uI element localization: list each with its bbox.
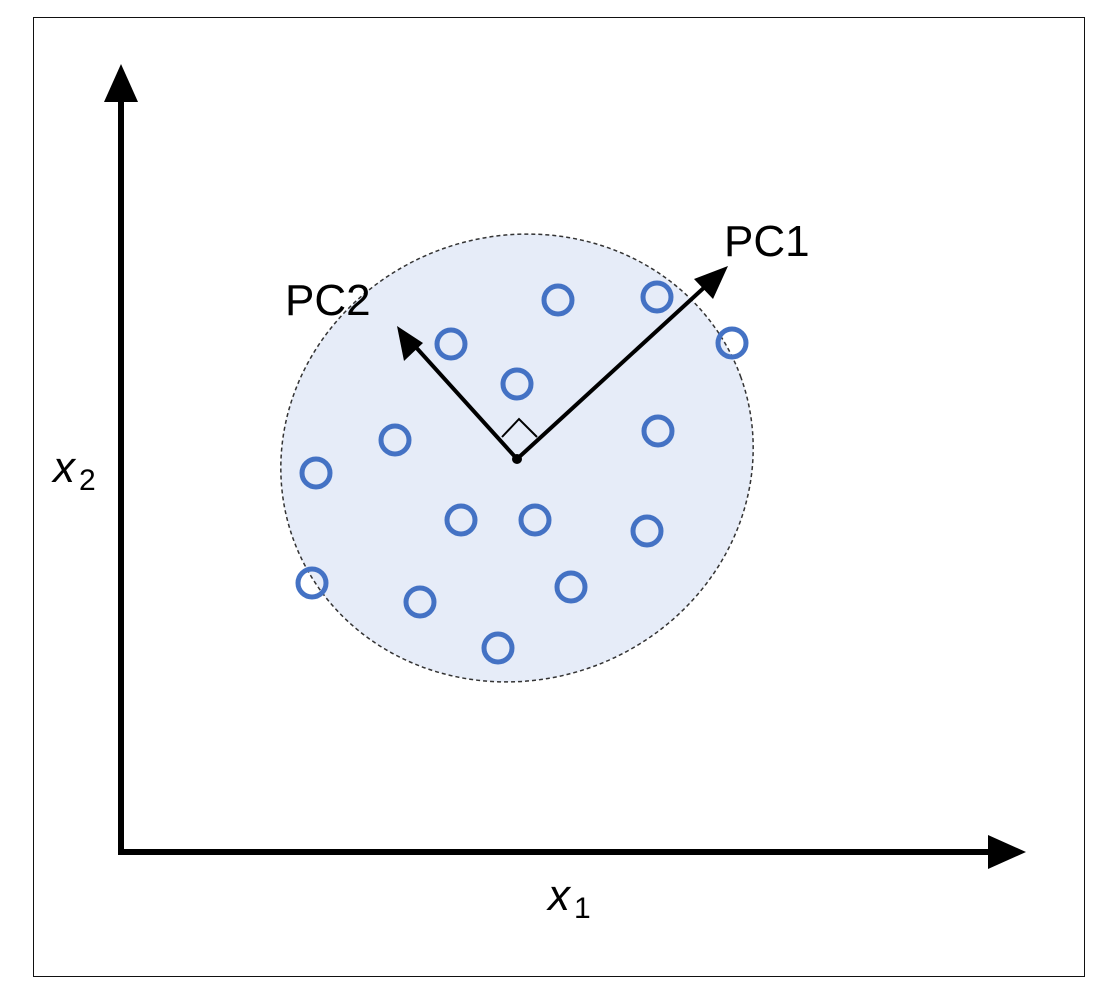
y-axis-sub: 2 [79, 464, 96, 497]
data-point [640, 280, 674, 314]
x-axis-label: x 1 [546, 871, 591, 925]
right-angle-marker-icon [501, 417, 538, 438]
x-axis-sub: 1 [574, 892, 591, 925]
data-point [481, 631, 515, 665]
data-point [518, 503, 552, 537]
y-axis-label: x 2 [51, 443, 96, 497]
pc2-vector [411, 342, 519, 461]
data-point [630, 514, 664, 548]
pc2-arrow-icon [397, 326, 423, 361]
data-point [403, 585, 437, 619]
data-point [500, 367, 534, 401]
pc1-arrow-icon [694, 266, 728, 299]
pc2-label: PC2 [285, 276, 371, 325]
data-point [715, 326, 749, 360]
pc1-label: PC1 [724, 217, 810, 266]
data-points [295, 280, 749, 665]
data-point [295, 566, 329, 600]
pc1-vector [515, 282, 710, 461]
data-point [444, 503, 478, 537]
data-point [541, 283, 575, 317]
data-point [378, 423, 412, 457]
data-point [641, 414, 675, 448]
x-axis-arrow-icon [988, 835, 1026, 869]
y-axis-var: x [51, 443, 77, 492]
figure-frame [33, 17, 1085, 977]
data-point [554, 570, 588, 604]
x-axis-var: x [546, 871, 572, 920]
data-point [434, 327, 468, 361]
origin-dot-icon [512, 454, 522, 464]
y-axis-arrow-icon [104, 64, 138, 102]
data-point [299, 456, 333, 490]
